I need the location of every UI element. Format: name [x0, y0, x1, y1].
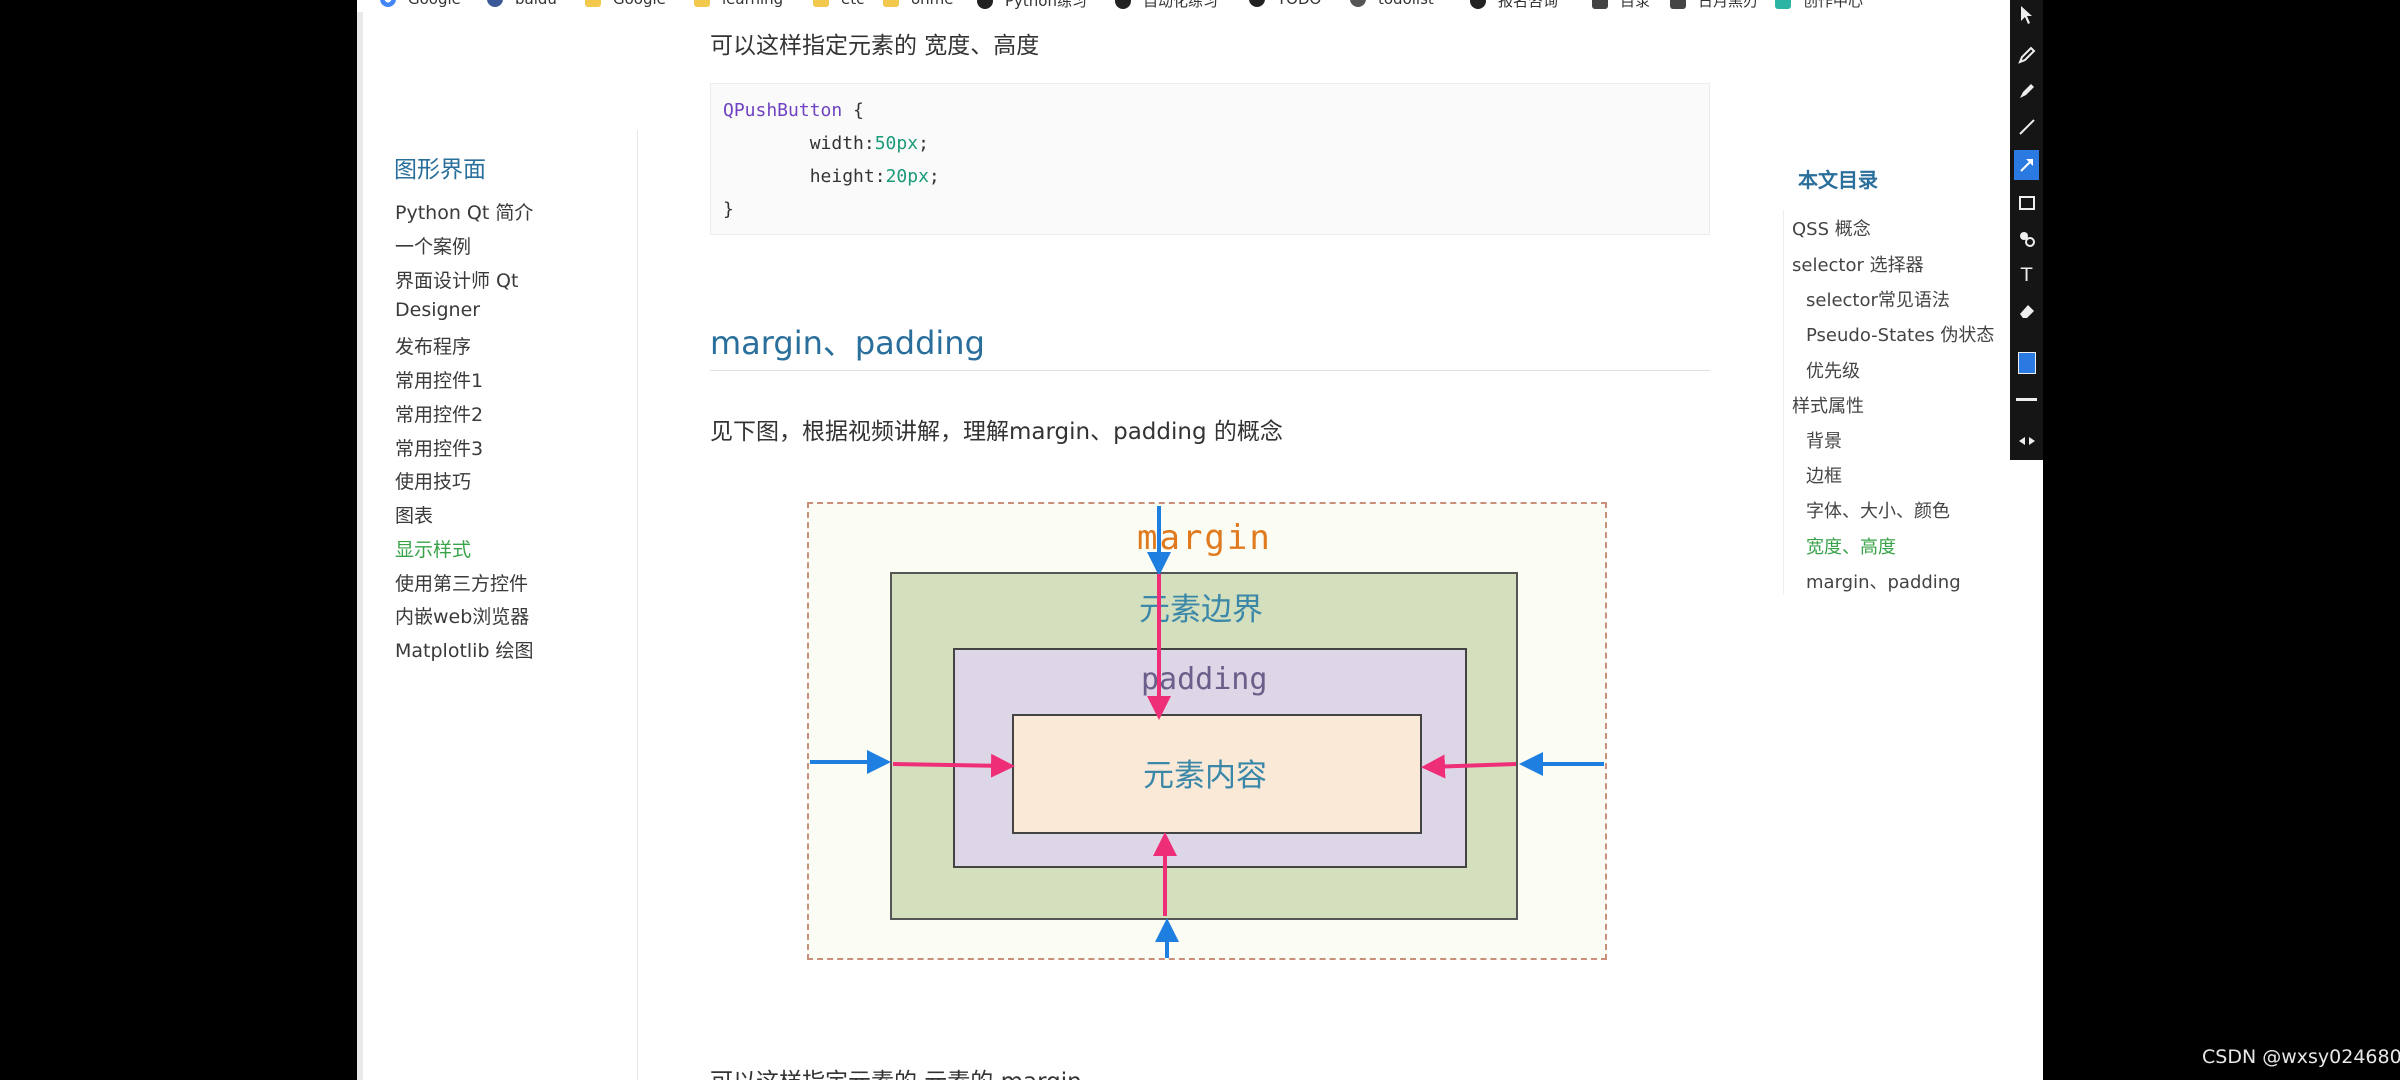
padding-arrow-right: [1421, 754, 1517, 779]
nav-item-widgets-3[interactable]: 常用控件3: [395, 438, 484, 460]
nav-item-matplotlib[interactable]: Matplotlib 绘图: [395, 640, 534, 662]
padding-arrow-left: [892, 753, 1015, 778]
folder-icon: [883, 0, 899, 7]
annotation-toolbar: T: [2010, 0, 2043, 460]
heading-rule: [710, 370, 1710, 371]
nav-item-widgets-2[interactable]: 常用控件2: [395, 404, 484, 426]
bookmarks-bar: Google baidu Google learning etc onme Py…: [357, 0, 2043, 12]
bookmark-python-practice[interactable]: Python练习: [977, 0, 1087, 11]
code-semicolon: ;: [928, 166, 940, 187]
toc-item-selector[interactable]: selector 选择器: [1792, 255, 1924, 276]
code-brace-open: {: [842, 100, 864, 121]
nav-item-widgets-1[interactable]: 常用控件1: [395, 370, 484, 392]
code-value-height: 20px: [885, 166, 929, 187]
collapse-icon[interactable]: [2014, 426, 2039, 456]
toc-item-margin-padding[interactable]: margin、padding: [1806, 572, 1961, 593]
code-prop-height: height:: [723, 166, 886, 187]
nav-item-python-qt-intro[interactable]: Python Qt 简介: [395, 202, 534, 224]
pointer-icon[interactable]: [2014, 0, 2039, 30]
nav-title: 图形界面: [394, 157, 486, 183]
browser-viewport: Google baidu Google learning etc onme Py…: [357, 0, 2043, 1080]
eraser-icon[interactable]: [2014, 296, 2039, 326]
bookmark-google[interactable]: Google: [380, 0, 461, 8]
bookmark-enroll[interactable]: 报名咨询: [1470, 0, 1558, 11]
github-icon: [977, 0, 993, 9]
nav-item-display-style[interactable]: 显示样式: [395, 539, 472, 561]
settings-icon: [1350, 0, 1366, 7]
toc-item-border[interactable]: 边框: [1806, 466, 1842, 487]
intro-text: 可以这样指定元素的 宽度、高度: [710, 33, 1040, 59]
stamp-icon[interactable]: [2014, 224, 2039, 254]
rectangle-icon[interactable]: [2014, 188, 2039, 218]
nav-item-publish[interactable]: 发布程序: [395, 336, 472, 358]
toc-title: 本文目录: [1798, 168, 1878, 192]
pencil-icon[interactable]: [2014, 40, 2039, 70]
bookmark-catalog[interactable]: 目录: [1592, 0, 1650, 11]
document-icon: [1670, 0, 1686, 9]
bookmark-folder-etc[interactable]: etc: [813, 0, 864, 8]
toc-item-style-props[interactable]: 样式属性: [1792, 396, 1864, 417]
bookmark-automation[interactable]: 自动化练习: [1115, 0, 1218, 11]
text-icon[interactable]: T: [2020, 264, 2033, 286]
nav-divider: [637, 130, 638, 1080]
code-line-2: width:50px;: [723, 133, 929, 154]
nav-item-charts[interactable]: 图表: [395, 505, 434, 527]
line-width-icon[interactable]: [2016, 398, 2037, 401]
bookmark-folder-learning[interactable]: learning: [694, 0, 783, 8]
folder-icon: [585, 0, 601, 7]
baidu-icon: [487, 0, 503, 7]
code-line-4: }: [723, 199, 734, 220]
section-text: 见下图，根据视频讲解，理解margin、padding 的概念: [710, 419, 1283, 445]
toc-item-priority[interactable]: 优先级: [1806, 361, 1860, 382]
arrow-icon[interactable]: [2014, 150, 2039, 180]
code-prop-width: width:: [723, 133, 875, 154]
csdn-watermark: CSDN @wxsy024680: [2202, 1046, 2400, 1068]
toc-divider: [1783, 210, 1784, 595]
content-area: [1012, 714, 1422, 834]
padding-label: padding: [1141, 662, 1268, 697]
box-model-diagram: margin 元素边界 padding 元素内容: [807, 502, 1607, 960]
bookmark-folder-onme[interactable]: onme: [883, 0, 954, 8]
folder-icon: [694, 0, 710, 7]
nav-item-tips[interactable]: 使用技巧: [395, 471, 472, 493]
color-swatch[interactable]: [2018, 352, 2036, 374]
code-block: QPushButton { width:50px; height:20px; }: [710, 83, 1710, 235]
bookmark-folder-google[interactable]: Google: [585, 0, 666, 8]
nav-item-web-browser[interactable]: 内嵌web浏览器: [395, 606, 530, 628]
content-label: 元素内容: [1143, 758, 1267, 794]
line-icon[interactable]: [2014, 112, 2039, 142]
toc-item-qss-concept[interactable]: QSS 概念: [1792, 219, 1871, 240]
bookmark-todo[interactable]: TODO: [1249, 0, 1321, 8]
code-value-width: 50px: [874, 133, 919, 154]
marker-icon[interactable]: [2014, 76, 2039, 106]
github-icon: [1470, 0, 1486, 9]
toc-item-selector-syntax[interactable]: selector常见语法: [1806, 290, 1950, 311]
code-semicolon: ;: [918, 133, 929, 154]
code-selector: QPushButton: [723, 100, 843, 121]
code-line-1: QPushButton {: [723, 100, 864, 121]
toc-item-font[interactable]: 字体、大小、颜色: [1806, 501, 1950, 522]
folder-icon: [813, 0, 829, 7]
creator-icon: [1775, 0, 1791, 9]
diagram-arrows: [810, 506, 1604, 958]
document-icon: [1592, 0, 1608, 9]
nav-item-third-party[interactable]: 使用第三方控件: [395, 573, 529, 595]
nav-item-qt-designer[interactable]: 界面设计师 Qt: [395, 270, 519, 292]
bookmark-creator-center[interactable]: 创作中心: [1775, 0, 1863, 11]
github-icon: [1249, 0, 1265, 7]
code-line-3: height:20px;: [723, 166, 940, 187]
nav-item-designer[interactable]: Designer: [395, 299, 481, 321]
toc-item-background[interactable]: 背景: [1806, 431, 1842, 452]
bookmark-todolist[interactable]: todolist: [1350, 0, 1434, 8]
toc-item-pseudo-states[interactable]: Pseudo-States 伪状态: [1806, 325, 1995, 346]
github-icon: [1115, 0, 1131, 9]
bottom-text: 可以这样指定元素的 元素的 margin: [710, 1062, 1082, 1080]
google-icon: [380, 0, 396, 7]
section-heading: margin、padding: [710, 324, 985, 362]
bookmark-baidu[interactable]: baidu: [487, 0, 557, 8]
toc-item-width-height[interactable]: 宽度、高度: [1806, 537, 1896, 558]
nav-item-example[interactable]: 一个案例: [395, 236, 472, 258]
bookmark-riyue[interactable]: 日月黑刃: [1670, 0, 1758, 11]
window-edge: [357, 0, 363, 1080]
